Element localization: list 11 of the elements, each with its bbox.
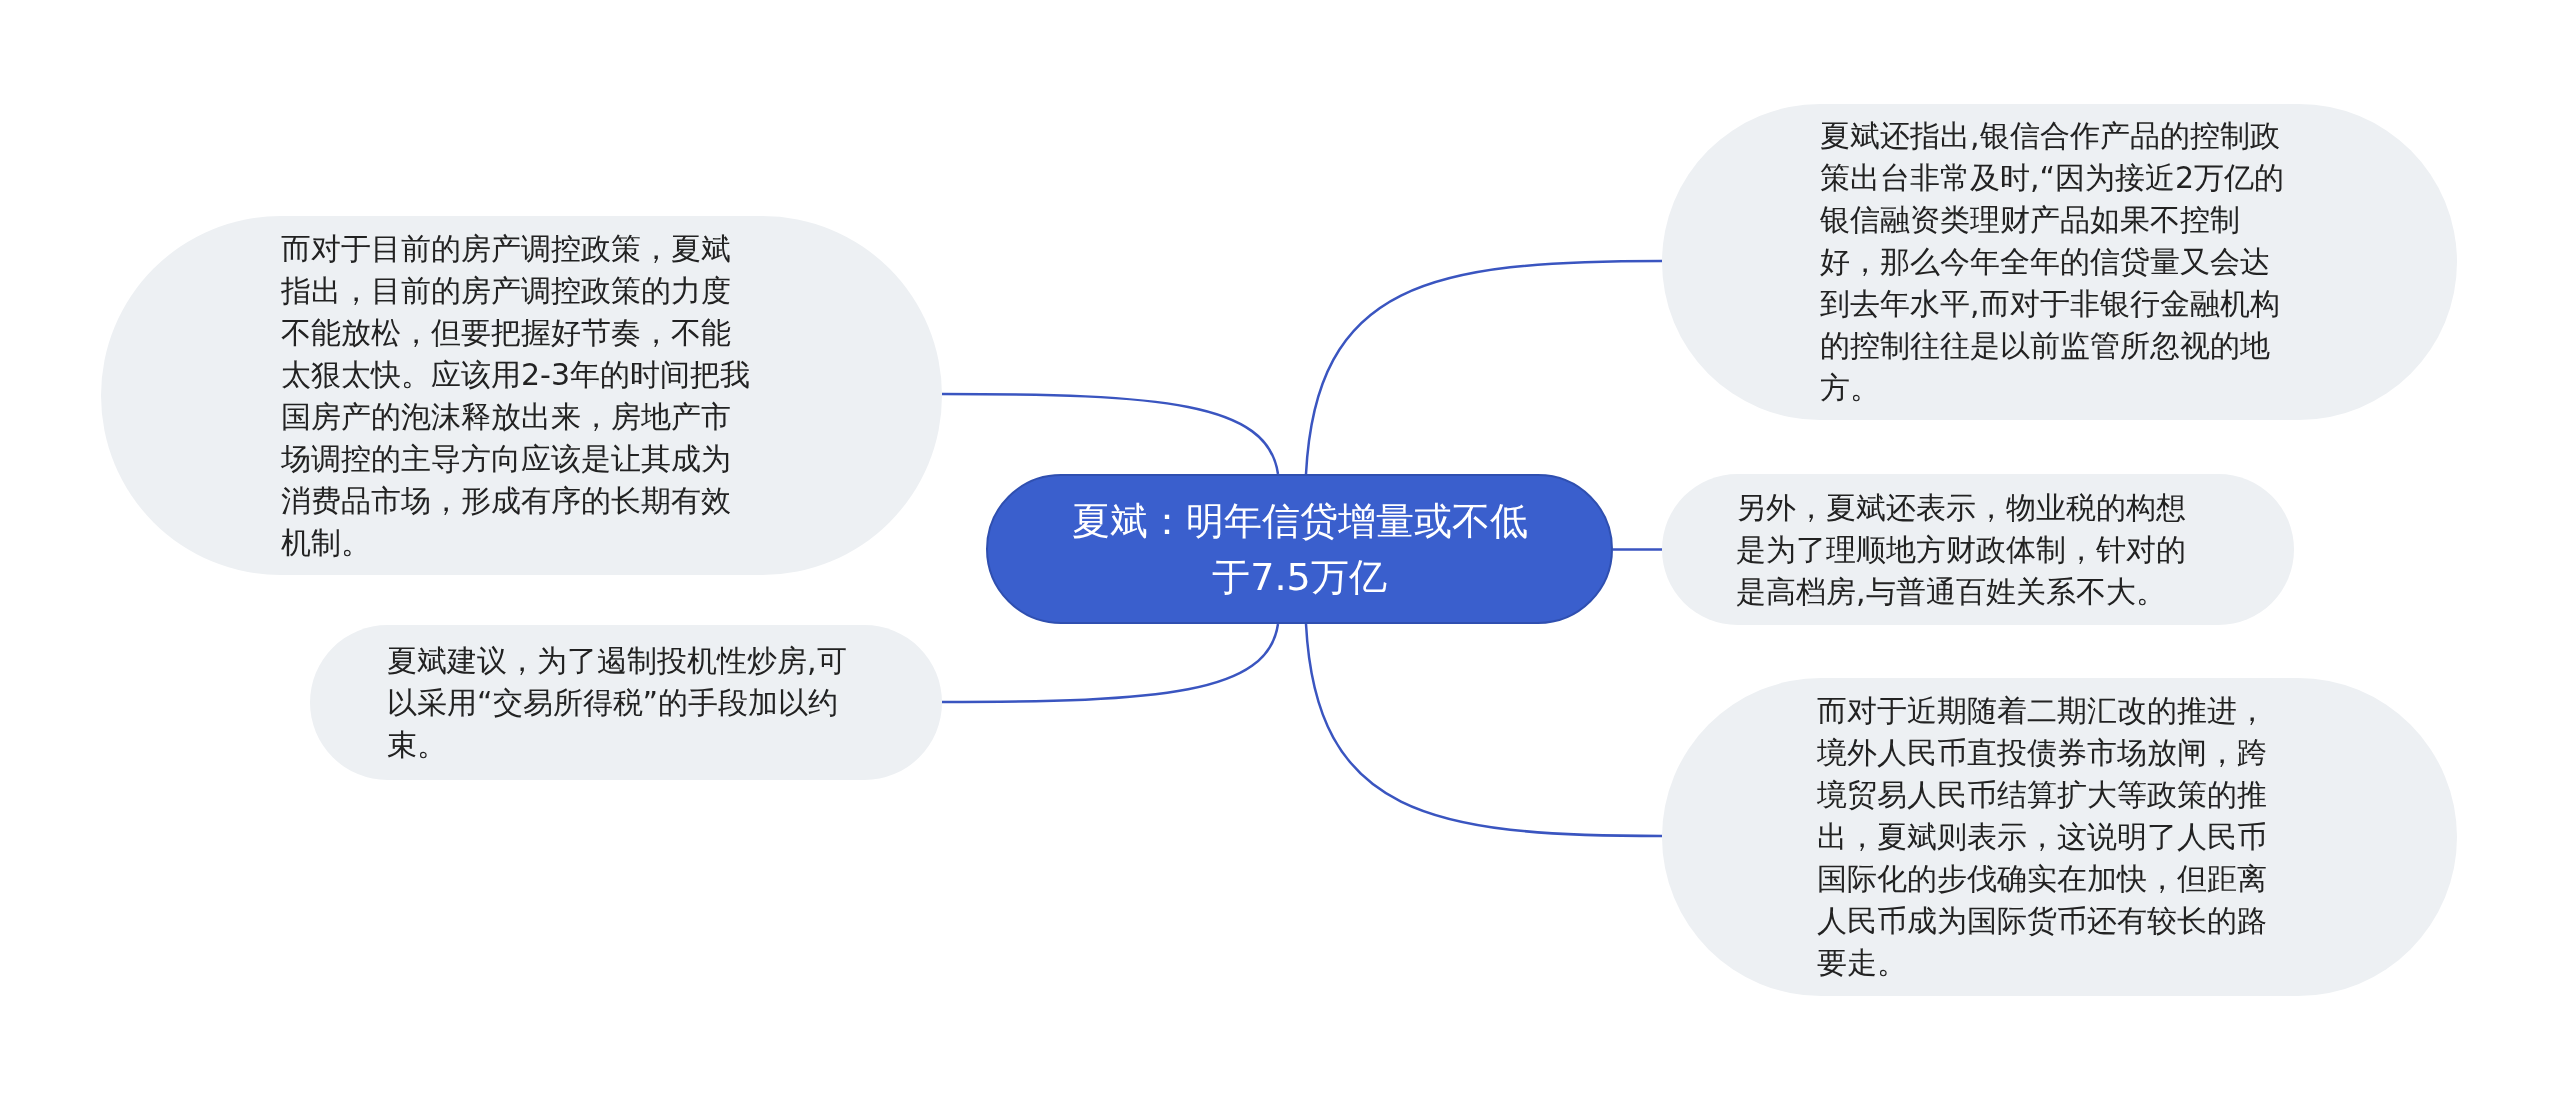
bubble-text: 夏斌还指出,银信合作产品的控制政策出台非常及时,“因为接近2万亿的银信融资类理财产品如果不控制好，那么今年全年的信贷量又会达到去年水平,而对于非银行金融机构的控制往往是以前监管所忽视的地方。 — [1820, 117, 2286, 407]
connector-line — [942, 392, 1280, 475]
bubble-text: 另外，夏斌还表示，物业税的构想是为了理顺地方财政体制，针对的是高档房,与普通百姓关系不大。 — [1736, 488, 2187, 611]
connector-line — [1613, 548, 1662, 551]
bubble-text: 夏斌建议，为了遏制投机性炒房,可以采用“交易所得税”的手段加以约束。 — [387, 641, 848, 764]
bubble-text: 而对于目前的房产调控政策，夏斌指出，目前的房产调控政策的力度不能放松，但要把握好节奏，不能太狠太快。应该用2-3年的时间把我国房产的泡沫释放出来，房地产市场调控的主导方向应该是让其成为消费品市场，形成有序的长期有效机制。 — [281, 229, 751, 562]
connector-line — [1304, 259, 1662, 475]
topic-title: 夏斌：明年信贷增量或不低于7.5万亿 — [1070, 498, 1529, 601]
connector-line — [1304, 623, 1662, 838]
connector-line — [942, 623, 1280, 704]
bubble-text: 而对于近期随着二期汇改的推进，境外人民币直投债券市场放闸，跨境贸易人民币结算扩大等政策的推出，夏斌则表示，这说明了人民币国际化的步伐确实在加快，但距离人民币成为国际货币还有较长的路要走。 — [1817, 692, 2268, 982]
